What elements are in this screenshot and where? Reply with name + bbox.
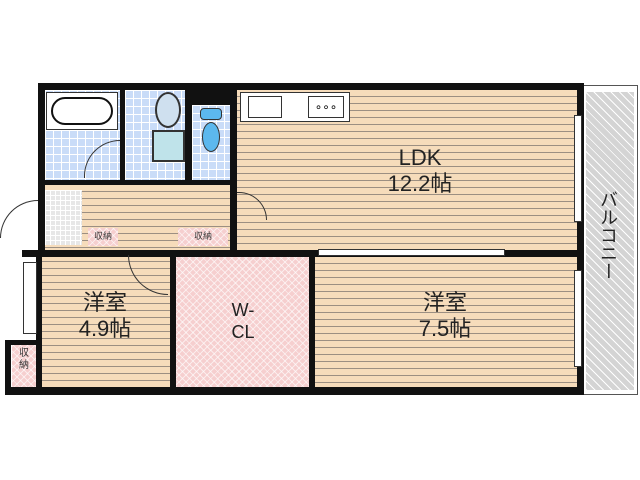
ldk-balcony-window[interactable] — [574, 115, 582, 222]
ldk-label: LDK 12.2帖 — [370, 145, 470, 198]
balcony — [586, 92, 634, 390]
room1-window[interactable] — [23, 262, 37, 334]
washing-machine-icon — [152, 130, 185, 162]
ldk-room2-sliding-door[interactable] — [318, 249, 505, 256]
sink-icon — [248, 96, 282, 118]
stove-icon: ∘∘∘ — [308, 96, 344, 118]
walk-in-closet-label: W- CL — [231, 300, 255, 342]
western-room-1-label: 洋室 4.9帖 — [50, 290, 160, 343]
bathtub-icon — [46, 92, 118, 130]
storage-3-label: 収 納 — [19, 348, 29, 371]
ldk-name: LDK — [398, 145, 442, 170]
storage-1 — [88, 228, 118, 246]
storage-2-label: 収納 — [193, 231, 212, 241]
western-room-1-name: 洋室 — [82, 290, 127, 315]
western-room-2-name: 洋室 — [422, 290, 467, 315]
balcony-label: バルコニー — [598, 190, 618, 280]
washbasin-icon — [155, 92, 181, 128]
pipe-shaft — [185, 85, 235, 105]
storage-1-label: 収納 — [93, 231, 112, 241]
toilet-icon — [200, 108, 222, 156]
western-room-1-size: 4.9帖 — [78, 316, 132, 342]
ldk-size: 12.2帖 — [387, 171, 453, 197]
walk-in-closet — [176, 257, 309, 387]
storage-2 — [178, 228, 228, 246]
room2-balcony-window[interactable] — [574, 270, 582, 367]
entrance-door[interactable] — [0, 200, 38, 238]
western-room-2-label: 洋室 7.5帖 — [390, 290, 500, 343]
western-room-2 — [315, 257, 577, 387]
entrance — [45, 190, 82, 245]
storage-3 — [12, 345, 36, 387]
western-room-2-size: 7.5帖 — [418, 316, 472, 342]
